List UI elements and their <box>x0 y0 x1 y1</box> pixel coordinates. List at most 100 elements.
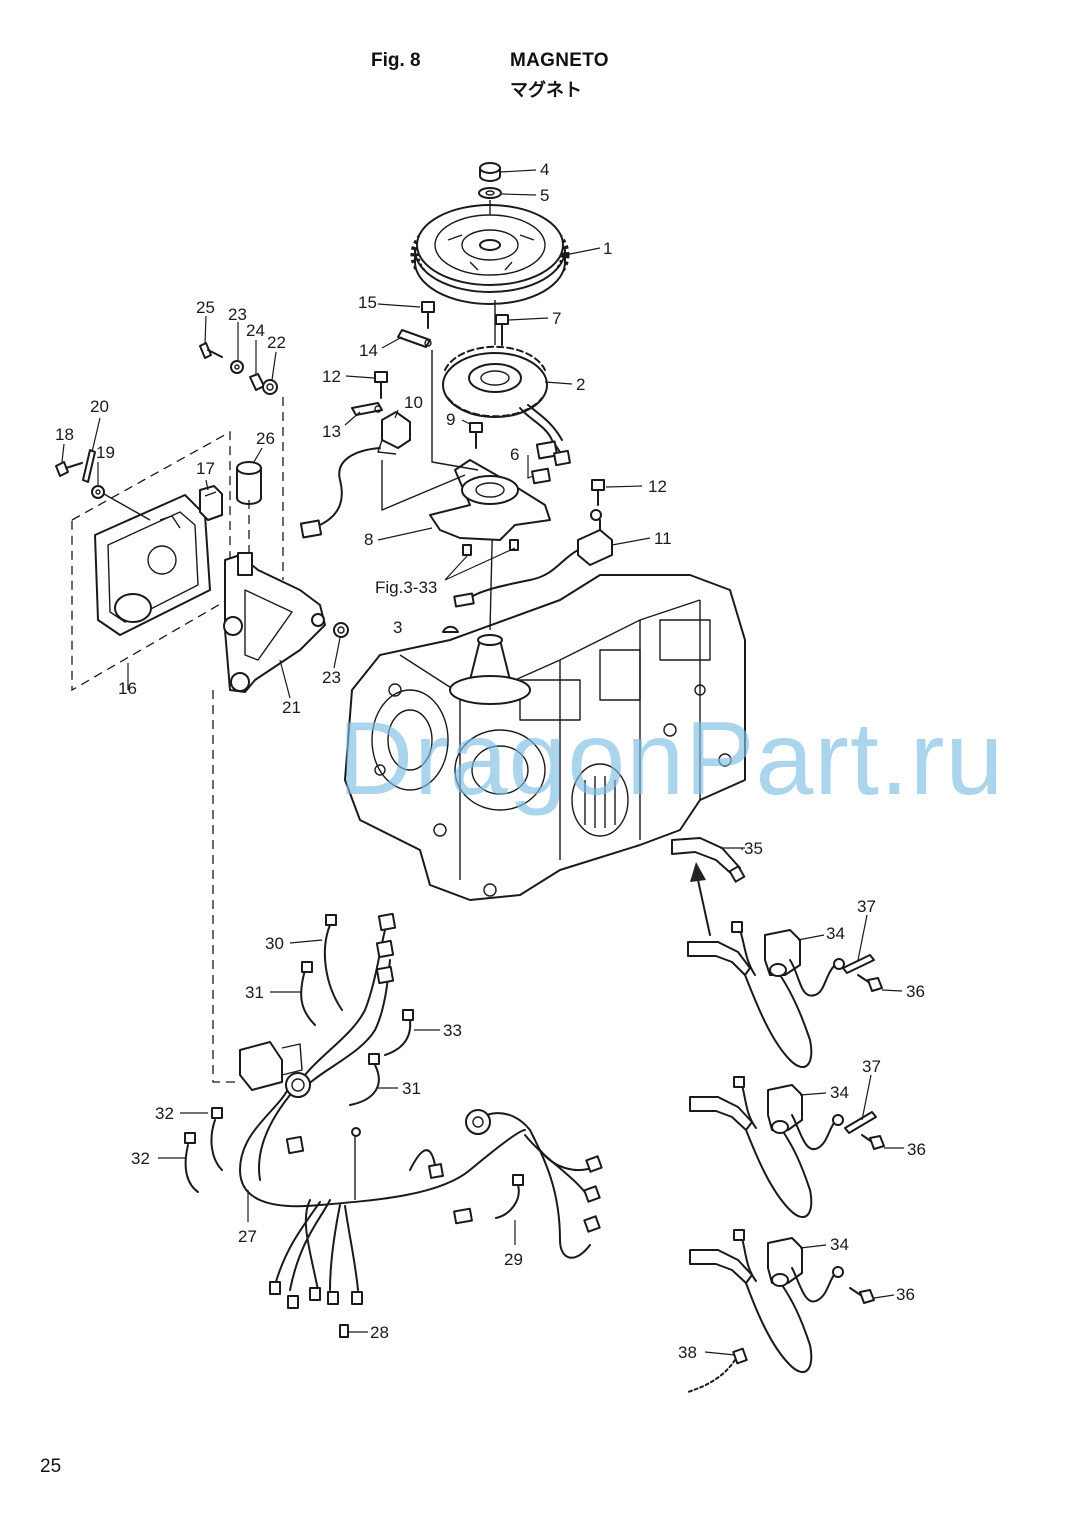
cable-tie-31-upper <box>300 961 316 1026</box>
callout-10: 10 <box>404 393 423 412</box>
callout-25: 25 <box>196 298 215 317</box>
pulser-bolt <box>374 371 388 399</box>
ignition-coil-1 <box>687 921 845 1068</box>
engine-block <box>344 574 746 901</box>
wire-harness <box>239 912 603 1309</box>
callout-32-lower: 32 <box>131 1149 150 1168</box>
callout-37-upper: 37 <box>857 897 876 916</box>
coil-bolt-36-upper <box>857 974 883 992</box>
plug-cap-35 <box>671 837 746 883</box>
cable-tie-33 <box>384 1009 414 1056</box>
cap-strap-38 <box>687 1347 748 1393</box>
callout-12-upper: 12 <box>322 367 341 386</box>
callout-21: 21 <box>282 698 301 717</box>
cable-tie-31-lower <box>349 1053 380 1106</box>
stator-bolt <box>495 314 509 346</box>
callout-4: 4 <box>540 160 549 179</box>
coil-bolt-36-lower <box>849 1287 875 1304</box>
charge-coil <box>453 509 613 608</box>
ground-plate-37-lower <box>844 1111 877 1134</box>
figure-title-jp: マグネト <box>510 80 582 101</box>
cdi-washer <box>91 485 105 499</box>
harness-band-29 <box>495 1174 524 1219</box>
callout-labels: 4 5 1 7 15 25 23 24 22 14 12 2 20 10 9 1… <box>55 160 926 1362</box>
cdi-clamp <box>82 449 96 483</box>
figure-number: Fig. 8 <box>371 50 421 71</box>
cable-tie-32-lower <box>184 1132 199 1193</box>
plate-bolt <box>421 301 435 329</box>
callout-35: 35 <box>744 839 763 858</box>
callout-14: 14 <box>359 341 378 360</box>
flywheel <box>410 204 570 305</box>
callout-30: 30 <box>265 934 284 953</box>
callout-1: 1 <box>603 239 612 258</box>
callout-8: 8 <box>364 530 373 549</box>
callout-11: 11 <box>654 529 672 548</box>
callout-27: 27 <box>238 1227 257 1246</box>
cdi-cap <box>236 461 262 505</box>
callout-7: 7 <box>552 309 561 328</box>
callout-26: 26 <box>256 429 275 448</box>
base-screw <box>469 422 483 449</box>
callout-12-lower: 12 <box>648 477 667 496</box>
cdi-bracket <box>223 552 326 693</box>
callout-18: 18 <box>55 425 74 444</box>
callout-20: 20 <box>90 397 109 416</box>
callout-5: 5 <box>540 186 549 205</box>
bracket-collar <box>249 373 265 391</box>
figure-title-en: MAGNETO <box>510 50 609 71</box>
cdi-unit <box>94 494 211 636</box>
callout-33: 33 <box>443 1021 462 1040</box>
flywheel-nut <box>479 162 501 182</box>
bracket-screw <box>199 342 223 359</box>
stator-connector <box>531 467 551 485</box>
callout-28: 28 <box>370 1323 389 1342</box>
leader-lines <box>61 169 904 1356</box>
page-number: 25 <box>40 1456 62 1477</box>
callout-16: 16 <box>118 679 137 698</box>
callout-17: 17 <box>196 459 215 478</box>
stator-coil <box>442 345 571 467</box>
cdi-grommet <box>199 485 223 521</box>
ignition-coil-3 <box>689 1229 844 1373</box>
callout-32-upper: 32 <box>155 1104 174 1123</box>
ground-plate-37-upper <box>842 954 875 974</box>
callout-22: 22 <box>267 333 286 352</box>
callout-15: 15 <box>358 293 377 312</box>
callout-23-upper: 23 <box>228 305 247 324</box>
callout-36-lower: 36 <box>896 1285 915 1304</box>
pulser-coil <box>299 411 411 539</box>
cable-tie-30 <box>323 914 343 1011</box>
callout-36-upper: 36 <box>906 982 925 1001</box>
callout-36-middle: 36 <box>907 1140 926 1159</box>
callout-29: 29 <box>504 1250 523 1269</box>
callout-34-middle: 34 <box>830 1083 849 1102</box>
bracket-grommet <box>262 379 278 395</box>
callout-19: 19 <box>96 443 115 462</box>
callout-6: 6 <box>510 445 519 464</box>
woodruff-key <box>442 625 459 633</box>
callout-31-lower: 31 <box>402 1079 421 1098</box>
callout-37-lower: 37 <box>862 1057 881 1076</box>
ignition-coil-2 <box>689 1076 844 1218</box>
coil-bolt-36-middle <box>861 1134 885 1150</box>
callout-23-lower: 23 <box>322 668 341 687</box>
cdi-group-frame <box>71 430 231 692</box>
coil-bolt <box>591 479 605 506</box>
callout-3: 3 <box>393 618 402 637</box>
bracket-washer-lower <box>333 622 349 638</box>
callout-31-upper: 31 <box>245 983 264 1002</box>
callout-38: 38 <box>678 1343 697 1362</box>
bracket-washer-upper <box>230 360 244 374</box>
flywheel-washer <box>478 187 502 199</box>
cross-reference-label: Fig.3-33 <box>375 578 437 597</box>
callout-24: 24 <box>246 321 265 340</box>
callout-34-lower: 34 <box>830 1235 849 1254</box>
cable-tie-32-upper <box>210 1107 223 1171</box>
stator-base <box>429 459 551 556</box>
stator-plate <box>397 329 432 348</box>
callout-9: 9 <box>446 410 455 429</box>
pulser-bracket <box>351 402 383 416</box>
assembly-arrow <box>690 862 711 936</box>
